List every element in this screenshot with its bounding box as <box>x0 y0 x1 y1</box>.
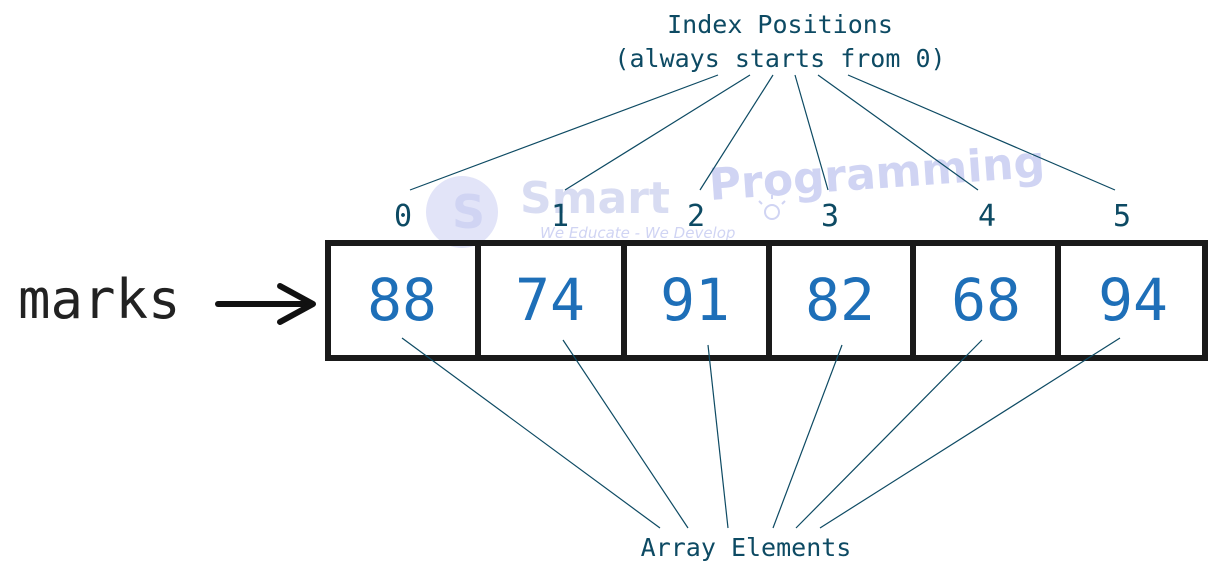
watermark-emblem-letter: S <box>452 185 485 239</box>
array-elements-label: Array Elements <box>641 533 852 562</box>
index-positions-subtitle: (always starts from 0) <box>614 44 945 73</box>
cell-value-4: 68 <box>951 266 1021 334</box>
arrow-right-icon <box>215 283 316 325</box>
cell-value-1: 74 <box>515 266 585 334</box>
watermark-logo: S Smart Programming We Educate - We Deve… <box>426 137 1047 248</box>
index-5: 5 <box>1113 199 1131 234</box>
index-connectors <box>409 74 1116 191</box>
index-2: 2 <box>687 199 705 234</box>
bulb-icon <box>758 195 786 220</box>
index-connector-2 <box>699 74 774 191</box>
index-numbers: 0 1 2 3 4 5 <box>394 199 1131 234</box>
watermark-emblem <box>426 176 498 248</box>
watermark-tagline: We Educate - We Develop <box>540 224 735 242</box>
element-connector-3 <box>772 344 843 529</box>
element-connector-2 <box>707 344 729 529</box>
index-connector-0 <box>409 74 719 191</box>
index-4: 4 <box>978 199 996 234</box>
array-box <box>325 240 1208 361</box>
index-connector-5 <box>847 74 1116 191</box>
element-connector-4 <box>795 339 983 529</box>
index-0: 0 <box>394 199 412 234</box>
element-connector-0 <box>401 337 661 529</box>
index-positions-title: Index Positions <box>667 10 893 39</box>
cell-value-2: 91 <box>660 266 730 334</box>
cell-value-5: 94 <box>1098 266 1168 334</box>
array-name: marks <box>18 268 181 331</box>
cell-value-3: 82 <box>805 266 875 334</box>
cell-values: 88 74 91 82 68 94 <box>367 266 1168 334</box>
index-connector-1 <box>564 74 751 191</box>
watermark-name-1: Smart <box>520 173 670 224</box>
element-connectors <box>401 337 1121 529</box>
index-3: 3 <box>821 199 839 234</box>
element-connector-1 <box>562 339 689 529</box>
index-connector-4 <box>817 74 979 191</box>
index-connector-3 <box>794 74 829 191</box>
index-1: 1 <box>551 199 569 234</box>
element-connector-5 <box>819 337 1121 529</box>
cell-value-0: 88 <box>367 266 437 334</box>
